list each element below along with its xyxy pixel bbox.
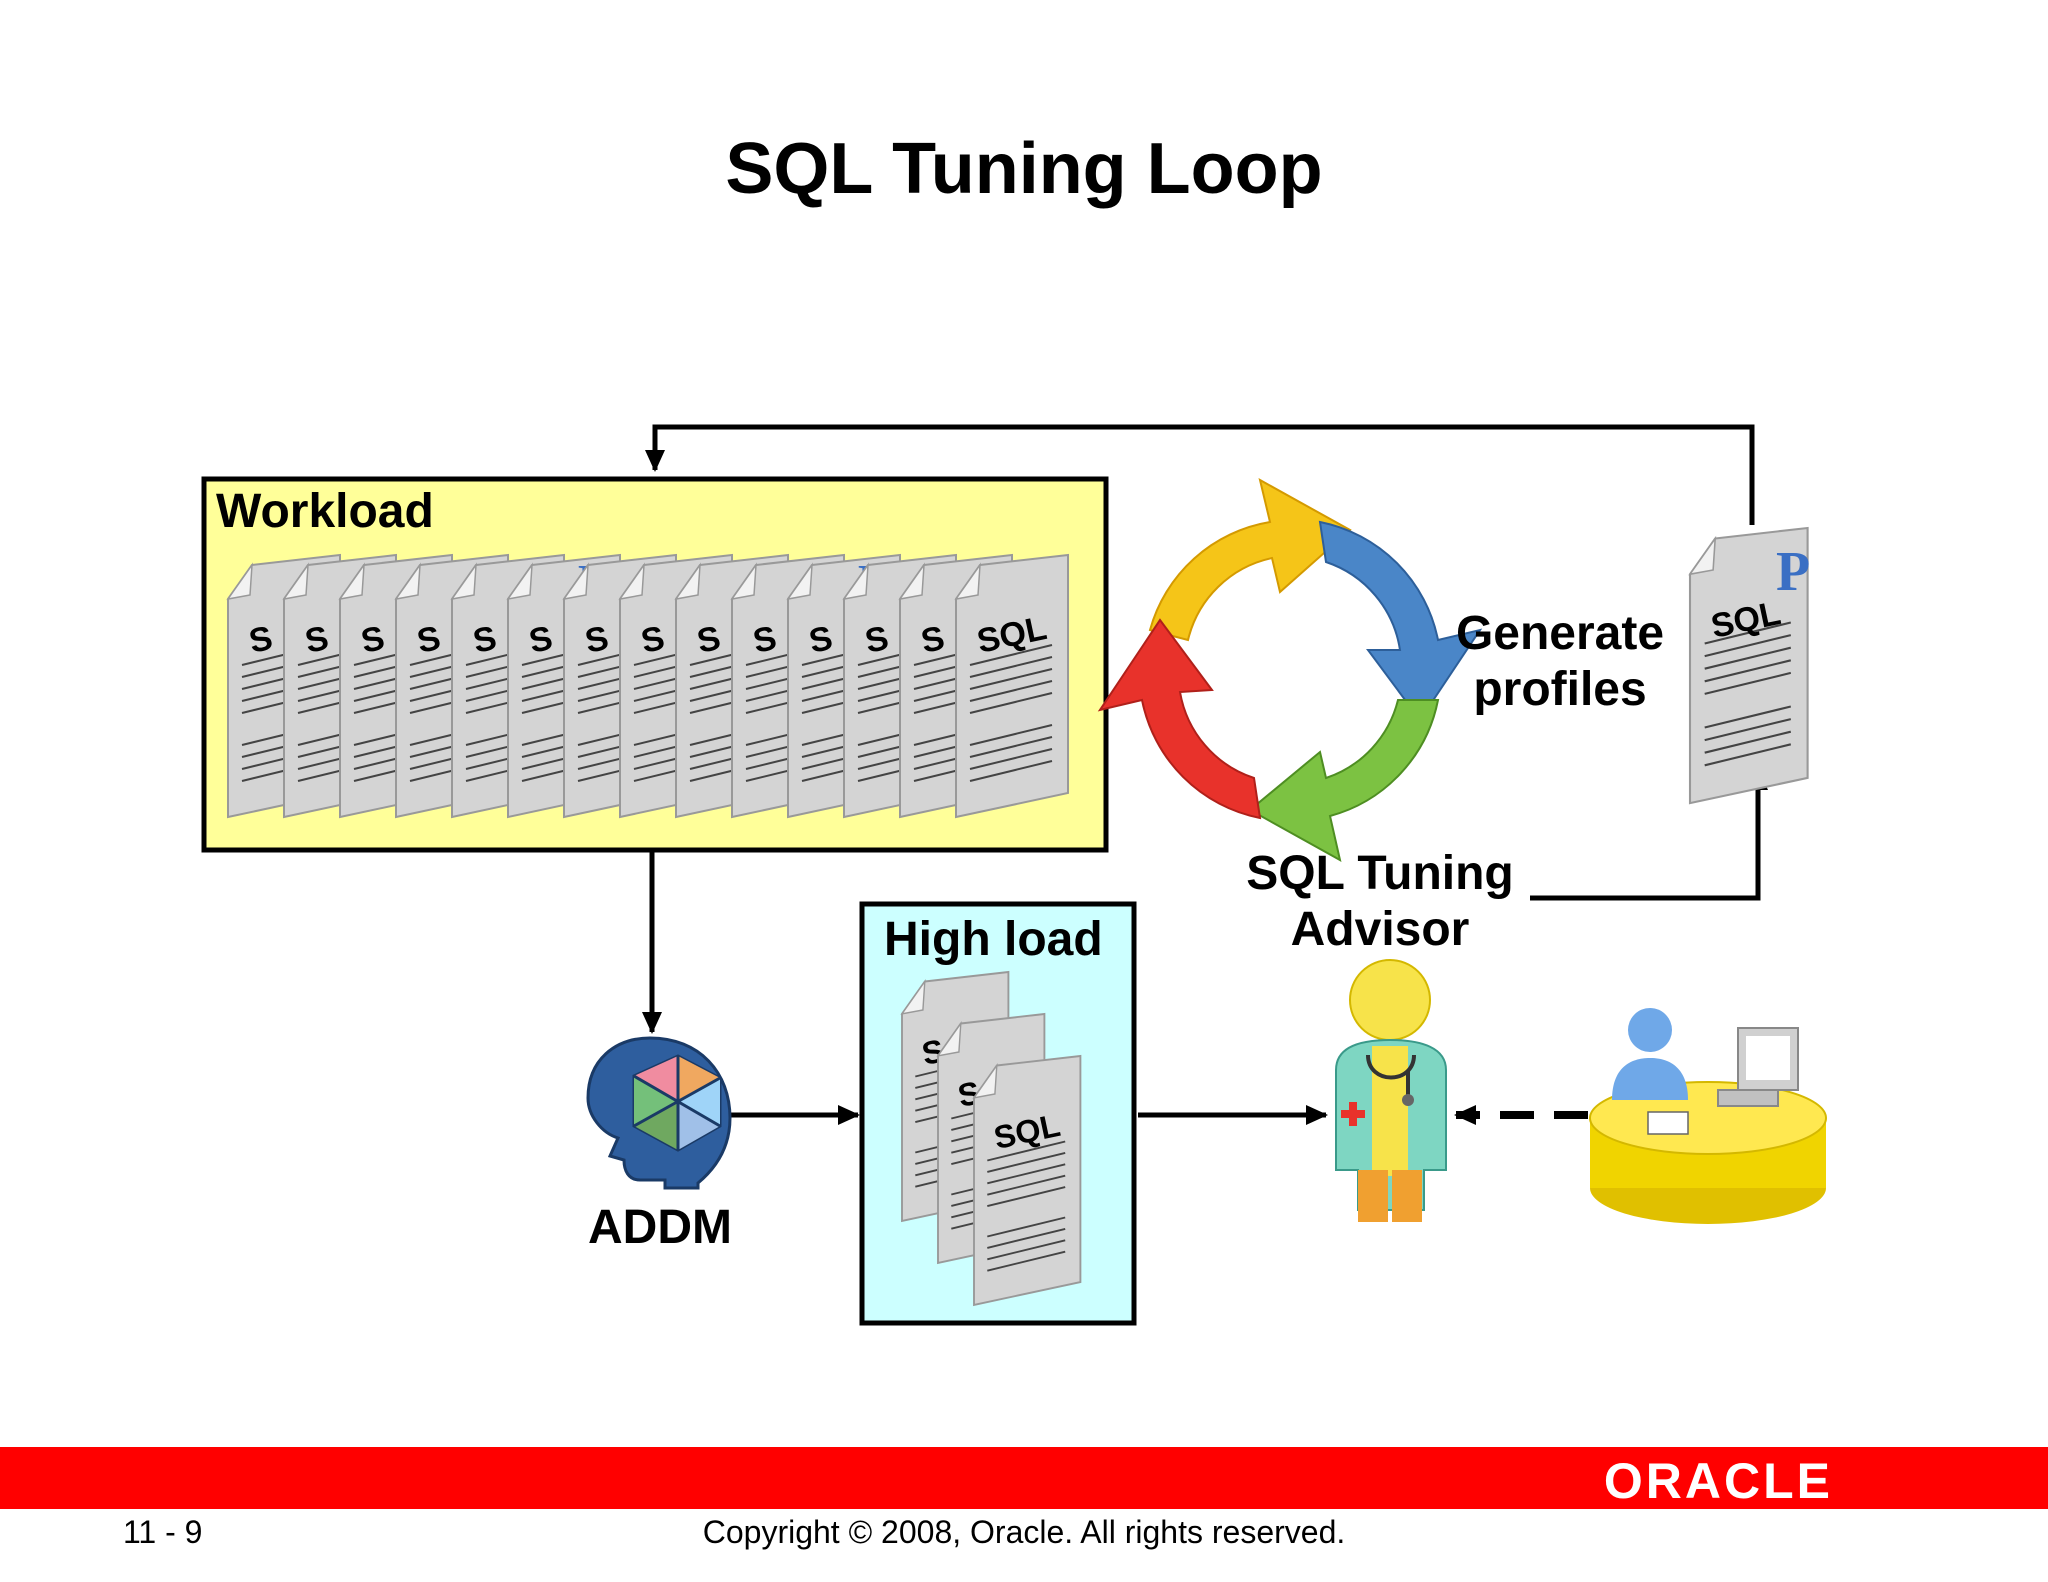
oracle-logo: ORACLE <box>1603 1453 1833 1509</box>
page-number: 11 - 9 <box>123 1514 203 1550</box>
sql-document-icon: SQL <box>973 1055 1082 1306</box>
sql-document-icon: S <box>675 554 789 818</box>
advisor-label: SQL Tuning Advisor <box>1220 846 1540 958</box>
advisor-label-line1: SQL Tuning <box>1246 847 1514 900</box>
addm-label: ADDM <box>588 1201 732 1254</box>
footer-bar <box>0 1447 2048 1509</box>
workload-label: Workload <box>216 485 434 538</box>
sql-document-icon: S <box>619 554 733 818</box>
sql-document-icon: S <box>731 554 845 818</box>
sql-profile-icon: SQL P <box>1688 526 1810 805</box>
sql-document-icon: S <box>339 554 453 818</box>
user-at-computer-icon <box>1589 1008 1827 1224</box>
loop-return-line <box>645 424 1755 525</box>
advisor-label-line2: Advisor <box>1290 903 1470 956</box>
sql-document-icon: S <box>843 554 957 818</box>
page-title: SQL Tuning Loop <box>725 129 1323 209</box>
sql-document-icon: S <box>451 554 565 818</box>
generate-label-line1: Generate <box>1455 607 1665 660</box>
addm-head-icon <box>586 1036 732 1190</box>
advisor-to-profile-arrow <box>1530 768 1768 901</box>
sql-document-icon: S <box>395 554 509 818</box>
high-load-label: High load <box>884 913 1103 966</box>
doctor-icon <box>1335 959 1447 1222</box>
sql-document-icon: S <box>899 554 1013 818</box>
sql-document-icon: SQL <box>955 554 1069 818</box>
cycle-arrows-icon <box>1097 478 1483 862</box>
copyright: Copyright © 2008, Oracle. All rights res… <box>702 1514 1346 1550</box>
sql-document-icon: S <box>563 554 677 818</box>
workload-documents: SSSSSSPSSSSSPSSSQL <box>227 554 1069 818</box>
generate-label-line2: profiles <box>1473 663 1647 716</box>
sql-document-icon: S <box>227 554 341 818</box>
svg-text:P: P <box>1776 541 1810 603</box>
generate-profiles-label: Generate profiles <box>1440 606 1680 718</box>
sql-document-icon: S <box>283 554 397 818</box>
